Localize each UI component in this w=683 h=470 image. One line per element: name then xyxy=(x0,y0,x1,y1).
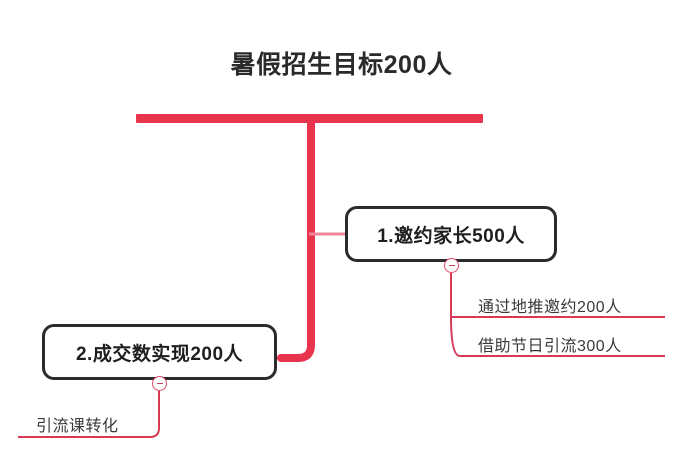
topic-node-1[interactable]: 1.邀约家长500人 xyxy=(345,206,557,262)
topic-node-2[interactable]: 2.成交数实现200人 xyxy=(42,324,277,380)
root-topic-title[interactable]: 暑假招生目标200人 xyxy=(230,51,453,79)
leaf-node-1b[interactable]: 借助节日引流300人 xyxy=(478,338,622,355)
topic-node-2-label: 2.成交数实现200人 xyxy=(75,343,244,365)
leaf-node-1a[interactable]: 通过地推邀约200人 xyxy=(478,299,622,316)
minus-circle-icon-topic-1[interactable] xyxy=(444,258,459,273)
minus-circle-icon-topic-2[interactable] xyxy=(152,376,167,391)
trunk-line xyxy=(277,120,315,362)
root-topic-bar[interactable] xyxy=(136,114,483,123)
leaf-node-2a[interactable]: 引流课转化 xyxy=(36,418,119,435)
topic-node-1-label: 1.邀约家长500人 xyxy=(377,225,525,247)
